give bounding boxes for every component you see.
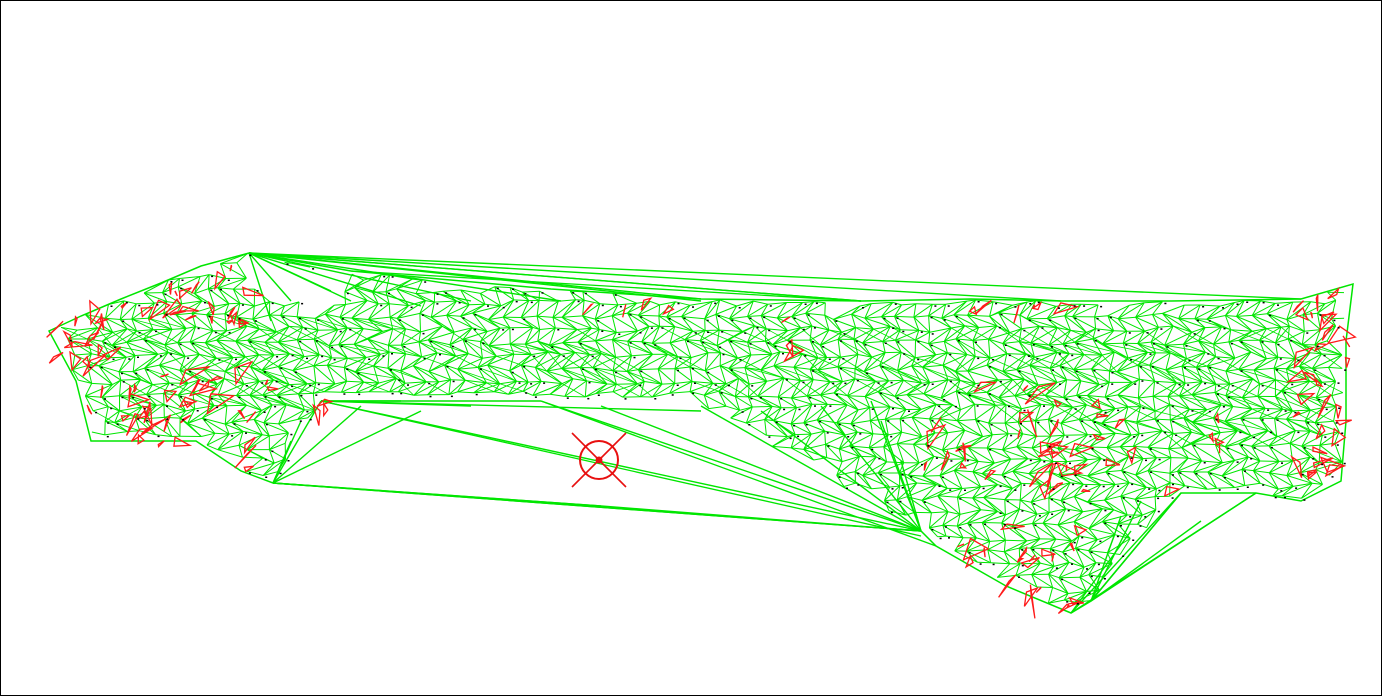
dense-mesh-layer	[61, 254, 1344, 604]
target-center-dot	[596, 457, 603, 464]
crosshair-target-icon[interactable]	[572, 433, 626, 487]
survey-points	[70, 255, 1346, 605]
